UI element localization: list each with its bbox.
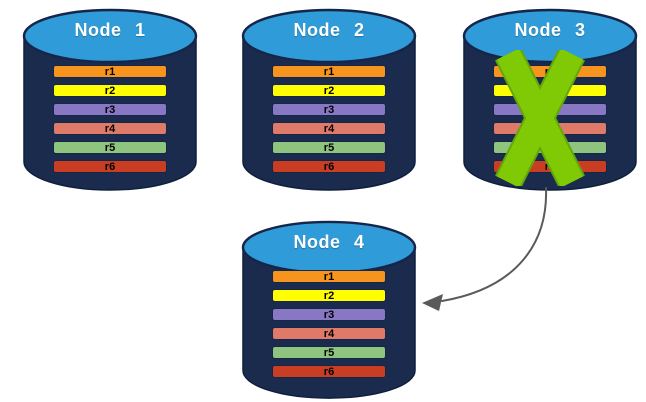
node-title: Node 4 bbox=[293, 232, 365, 252]
row-r6: r6 bbox=[272, 160, 386, 173]
row-r4: r4 bbox=[53, 122, 167, 135]
row-list: r1 r2 r3 r4 r5 r6 bbox=[272, 65, 386, 179]
row-list: r1 r2 r3 r4 r5 r6 bbox=[272, 270, 386, 384]
failure-x-icon bbox=[495, 50, 585, 186]
row-r2: r2 bbox=[53, 84, 167, 97]
node-title: Node 3 bbox=[514, 20, 586, 40]
row-r6: r6 bbox=[272, 365, 386, 378]
row-r5: r5 bbox=[272, 141, 386, 154]
row-r3: r3 bbox=[272, 308, 386, 321]
node-2: Node 2 r1 r2 r3 r4 r5 r6 bbox=[240, 6, 418, 194]
row-r5: r5 bbox=[272, 346, 386, 359]
row-r1: r1 bbox=[272, 270, 386, 283]
database-cylinder-icon bbox=[241, 220, 417, 399]
row-r4: r4 bbox=[272, 122, 386, 135]
node-title: Node 1 bbox=[74, 20, 146, 40]
row-r4: r4 bbox=[272, 327, 386, 340]
replication-arrow-icon bbox=[422, 187, 548, 311]
row-list: r1 r2 r3 r4 r5 r6 bbox=[53, 65, 167, 179]
row-r3: r3 bbox=[272, 103, 386, 116]
row-r3: r3 bbox=[53, 103, 167, 116]
row-r1: r1 bbox=[53, 65, 167, 78]
node-3-failed: Node 3 r1 r2 r3 r4 r5 r6 bbox=[461, 6, 639, 194]
row-r2: r2 bbox=[272, 289, 386, 302]
row-r2: r2 bbox=[272, 84, 386, 97]
row-r6: r6 bbox=[53, 160, 167, 173]
row-r5: r5 bbox=[53, 141, 167, 154]
row-r1: r1 bbox=[272, 65, 386, 78]
node-title: Node 2 bbox=[293, 20, 365, 40]
node-1: Node 1 r1 r2 r3 r4 r5 r6 bbox=[21, 6, 199, 194]
node-4: Node 4 r1 r2 r3 r4 r5 r6 bbox=[240, 218, 418, 402]
